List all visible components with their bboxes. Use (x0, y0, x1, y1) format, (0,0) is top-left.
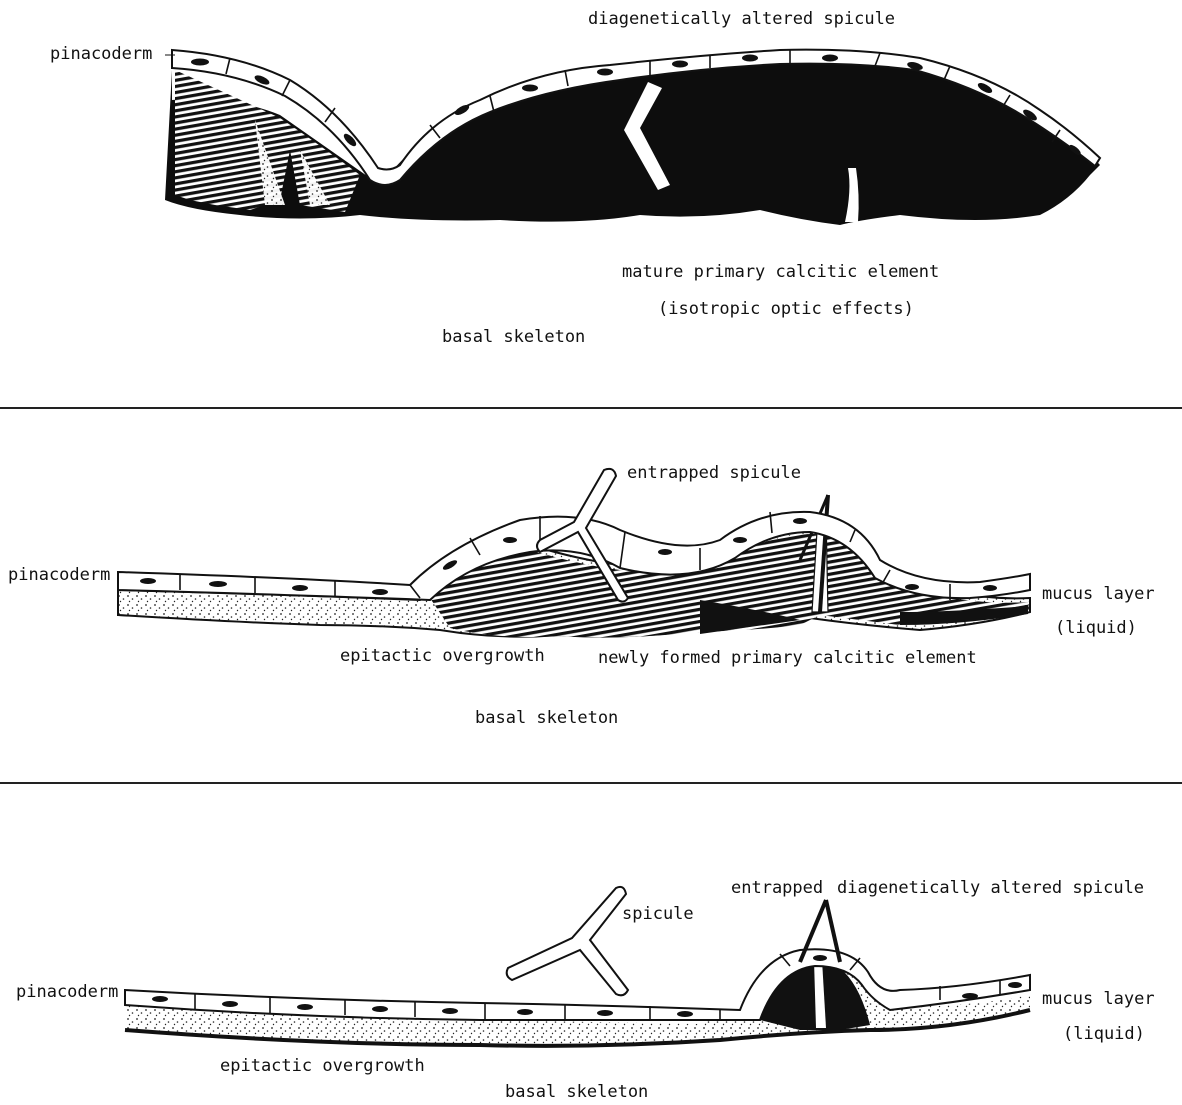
panel-3-pinacoderm-layer (125, 949, 1030, 1020)
panel-2 (118, 469, 1030, 637)
panel-2-label-basal: basal skeleton (475, 708, 618, 728)
panel-3-label-overgrowth: epitactic overgrowth (220, 1056, 425, 1076)
panel-2-label-element: newly formed primary calcitic element (598, 648, 977, 668)
panel-2-label-overgrowth: epitactic overgrowth (340, 646, 545, 666)
panel-1-label-spicule: diagenetically altered spicule (588, 9, 895, 29)
divider-2 (0, 782, 1182, 784)
panel-1-label-pinacoderm: pinacoderm (50, 44, 152, 64)
panel-3-label-mucus: mucus layer (1042, 989, 1155, 1009)
panel-1-label-element-note: (isotropic optic effects) (658, 299, 914, 319)
panel-3-label-basal: basal skeleton (505, 1082, 648, 1102)
panel-3-label-pinacoderm: pinacoderm (16, 982, 118, 1002)
panel-2-label-mucus: mucus layer (1042, 584, 1155, 604)
panel-3-label-altered: diagenetically altered spicule (837, 878, 1144, 898)
panel-1-label-element: mature primary calcitic element (622, 262, 939, 282)
panel-3-label-mucus-note: (liquid) (1063, 1024, 1145, 1044)
panel-3 (125, 887, 1030, 1046)
panel-2-label-mucus-note: (liquid) (1055, 618, 1137, 638)
panel-1-label-basal: basal skeleton (442, 327, 585, 347)
panel-3-label-entrapped: entrapped (731, 878, 823, 898)
panel-3-label-spicule: spicule (622, 904, 694, 924)
panel-2-label-pinacoderm: pinacoderm (8, 565, 110, 585)
divider-1 (0, 407, 1182, 409)
panel-2-label-spicule: entrapped spicule (627, 463, 801, 483)
panel-1 (165, 50, 1100, 225)
panel-3-spicule (507, 887, 628, 995)
